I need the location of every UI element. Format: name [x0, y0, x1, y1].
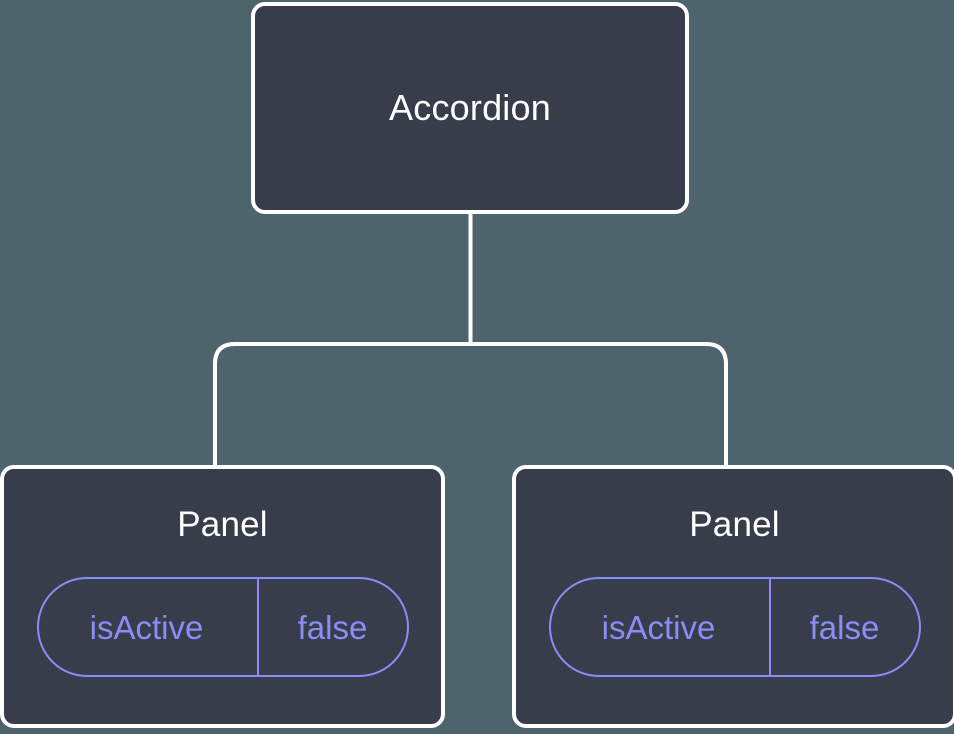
branch-and-drops	[213, 342, 728, 470]
state-pill-panel-1-value: false	[297, 608, 368, 646]
state-pill-panel-2-value: false	[809, 608, 880, 646]
state-pill-panel-1[interactable]: isActive false	[36, 577, 409, 677]
state-pill-panel-2[interactable]: isActive false	[548, 577, 921, 677]
node-panel-1[interactable]: Panel isActive false	[0, 465, 445, 728]
state-pill-panel-2-key: isActive	[601, 608, 716, 646]
state-pill-panel-1-key: isActive	[89, 608, 204, 646]
state-pill-panel-2-divider	[768, 579, 771, 675]
state-pill-panel-1-divider	[256, 579, 259, 675]
node-panel-2-label: Panel	[689, 505, 780, 544]
node-accordion[interactable]: Accordion	[251, 2, 689, 214]
node-panel-2[interactable]: Panel isActive false	[512, 465, 954, 728]
node-accordion-label: Accordion	[389, 87, 551, 128]
node-panel-1-label: Panel	[177, 505, 268, 544]
